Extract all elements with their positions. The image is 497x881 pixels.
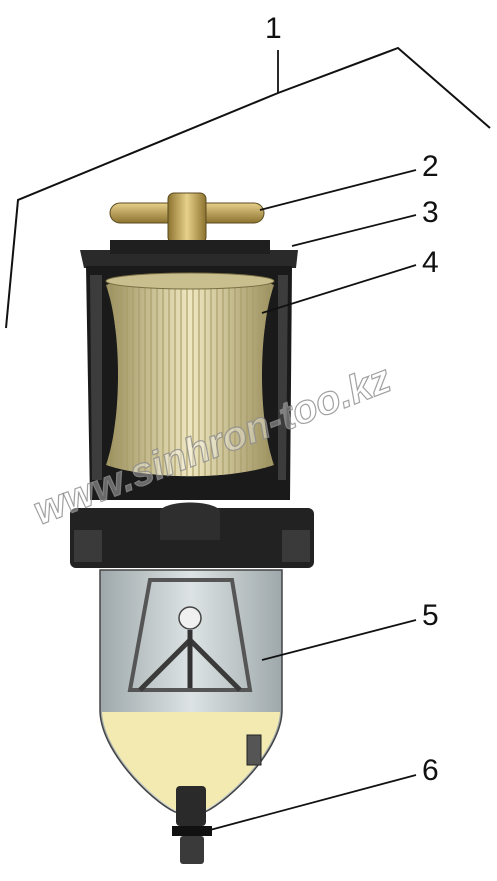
- callout-3: 3: [422, 196, 439, 229]
- sediment-bowl: [99, 569, 283, 813]
- callout-2: 2: [422, 150, 439, 183]
- leader-line-6: [209, 774, 417, 831]
- callout-4: 4: [422, 246, 439, 279]
- leader-lines: [209, 50, 417, 831]
- top-cover: [80, 240, 298, 268]
- callout-5: 5: [422, 599, 439, 632]
- leader-line-4: [261, 264, 417, 314]
- filter-element: [105, 272, 275, 477]
- callout-1: 1: [265, 12, 282, 45]
- leader-line-3: [291, 214, 417, 247]
- callout-6: 6: [422, 754, 439, 787]
- leader-line-5: [261, 619, 417, 661]
- leader-line-2: [259, 169, 417, 211]
- drain-valve: [172, 734, 262, 864]
- filter-head: [70, 502, 314, 568]
- filter-handle: [109, 192, 265, 244]
